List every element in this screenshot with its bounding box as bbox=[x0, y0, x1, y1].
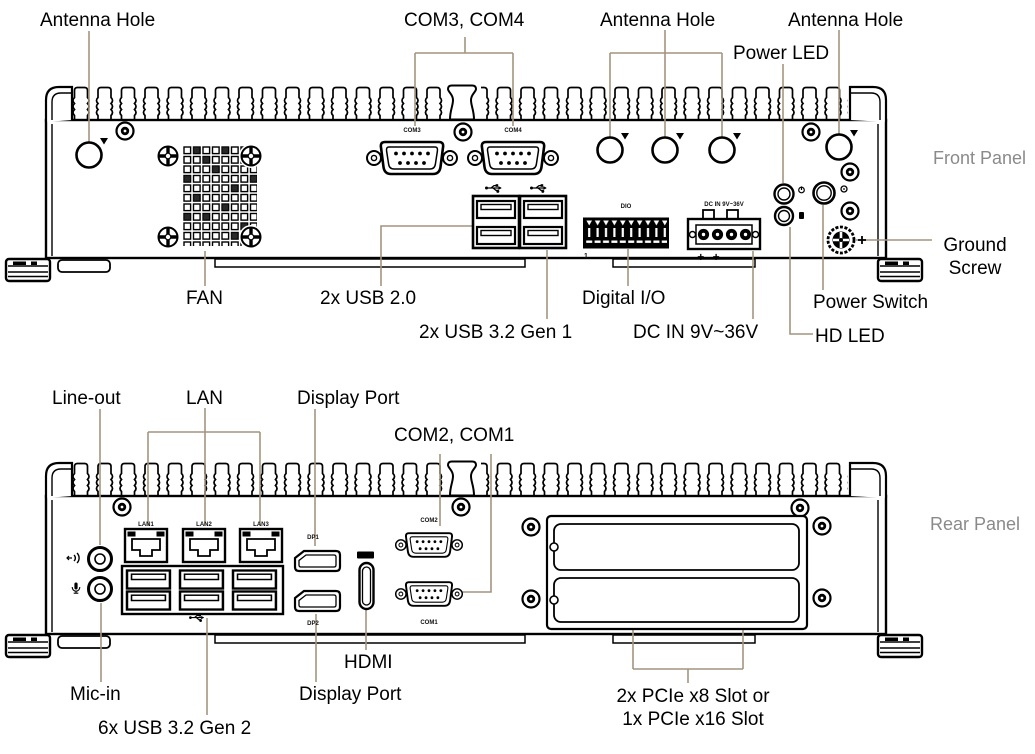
lan3-port bbox=[238, 527, 284, 564]
callout-lan: LAN bbox=[186, 388, 223, 409]
lan1-port-mark: LAN1 bbox=[138, 522, 154, 528]
callout-digital-io: Digital I/O bbox=[582, 288, 666, 309]
dp1-port-mark: DP1 bbox=[307, 535, 319, 541]
dp2-port-mark: DP2 bbox=[307, 621, 319, 627]
com4-port-mark: COM4 bbox=[504, 128, 522, 134]
lan2-port-mark: LAN2 bbox=[196, 522, 212, 528]
callout-mic-in: Mic-in bbox=[70, 684, 121, 705]
callout-antenna-hole-mid: Antenna Hole bbox=[600, 10, 716, 31]
callout-fan: FAN bbox=[186, 288, 223, 309]
pcie-slot-area bbox=[521, 514, 832, 631]
screw-icon bbox=[115, 121, 135, 141]
line-out-jack-icon bbox=[66, 552, 80, 564]
hdmi-port bbox=[357, 551, 375, 611]
callout-hd-led: HD LED bbox=[815, 326, 885, 347]
rear-chassis: LAN1 LAN2 LAN3 DP1 DP2 COM2 COM1 bbox=[6, 408, 922, 715]
callout-com2-com1: COM2, COM1 bbox=[394, 425, 515, 446]
callout-hdmi: HDMI bbox=[344, 652, 393, 673]
screw-icon bbox=[453, 122, 473, 142]
callout-antenna-hole-right: Antenna Hole bbox=[788, 10, 904, 31]
callout-antenna-hole-left: Antenna Hole bbox=[40, 10, 156, 31]
dc-in-block: DC IN 9V~36V + + - - bbox=[686, 202, 762, 264]
callout-pcie-line1: 2x PCIe x8 Slot or bbox=[616, 686, 770, 707]
screw-icon bbox=[790, 498, 810, 518]
front-panel-name: Front Panel bbox=[933, 148, 1027, 168]
fan-grille bbox=[156, 144, 263, 249]
callout-display-port-top: Display Port bbox=[297, 388, 400, 409]
com2-port-mark: COM2 bbox=[420, 518, 438, 524]
callout-pcie-line2: 1x PCIe x16 Slot bbox=[622, 708, 764, 730]
usb3-gen2-block bbox=[120, 564, 285, 623]
dc-in-port-mark: DC IN 9V~36V bbox=[704, 202, 744, 208]
hdd-symbol-icon bbox=[799, 212, 804, 219]
line-out-jack bbox=[66, 546, 113, 572]
hd-led bbox=[773, 205, 804, 227]
screw-icon bbox=[451, 497, 471, 517]
fan-screws bbox=[156, 144, 263, 249]
power-led bbox=[773, 183, 805, 205]
callout-usb3-gen1: 2x USB 3.2 Gen 1 bbox=[419, 322, 573, 343]
dp1-port bbox=[293, 549, 342, 573]
rear-leader-lines bbox=[99, 408, 744, 715]
callout-usb3-gen2: 6x USB 3.2 Gen 2 bbox=[98, 718, 252, 739]
ground-screw bbox=[826, 225, 866, 255]
callout-usb2: 2x USB 2.0 bbox=[320, 288, 417, 309]
screw-icon bbox=[801, 122, 821, 142]
lan3-port-mark: LAN3 bbox=[253, 522, 269, 528]
usb2-stack bbox=[471, 183, 521, 250]
callout-power-switch: Power Switch bbox=[813, 292, 929, 313]
callout-pcie: 2x PCIe x8 Slot or 1x PCIe x16 Slot bbox=[603, 686, 783, 732]
mic-in-jack bbox=[71, 576, 113, 602]
front-chassis: COM3 COM4 DIO 1 bbox=[6, 30, 932, 335]
power-switch bbox=[812, 181, 848, 205]
com1-port-mark: COM1 bbox=[420, 620, 438, 626]
digital-io-block: DIO 1 bbox=[583, 204, 669, 260]
lan1-port bbox=[123, 527, 169, 564]
screw-icon bbox=[112, 497, 132, 517]
screw-icon bbox=[840, 162, 860, 182]
lan2-port bbox=[181, 527, 227, 564]
screw-icon bbox=[840, 201, 860, 221]
callout-display-port-bottom: Display Port bbox=[299, 684, 402, 705]
callout-dc-in: DC IN 9V~36V bbox=[633, 322, 759, 343]
front-leader-lines bbox=[88, 30, 932, 335]
com3-port-mark: COM3 bbox=[403, 128, 421, 134]
callout-power-led: Power LED bbox=[733, 43, 830, 64]
dp2-port bbox=[293, 589, 342, 613]
rear-panel-name: Rear Panel bbox=[930, 514, 1021, 534]
callout-line-out: Line-out bbox=[52, 388, 121, 409]
callout-ground-screw: Ground Screw bbox=[943, 235, 1007, 279]
dc-polarity-mark: + + - - bbox=[697, 250, 747, 264]
mic-in-jack-icon bbox=[71, 582, 81, 594]
callout-com3-com4: COM3, COM4 bbox=[404, 10, 525, 31]
dio-port-mark: DIO bbox=[621, 204, 632, 210]
power-symbol-icon bbox=[798, 186, 805, 194]
dio-pin1-mark: 1 bbox=[584, 253, 588, 260]
usb3-gen1-stack bbox=[518, 183, 568, 250]
